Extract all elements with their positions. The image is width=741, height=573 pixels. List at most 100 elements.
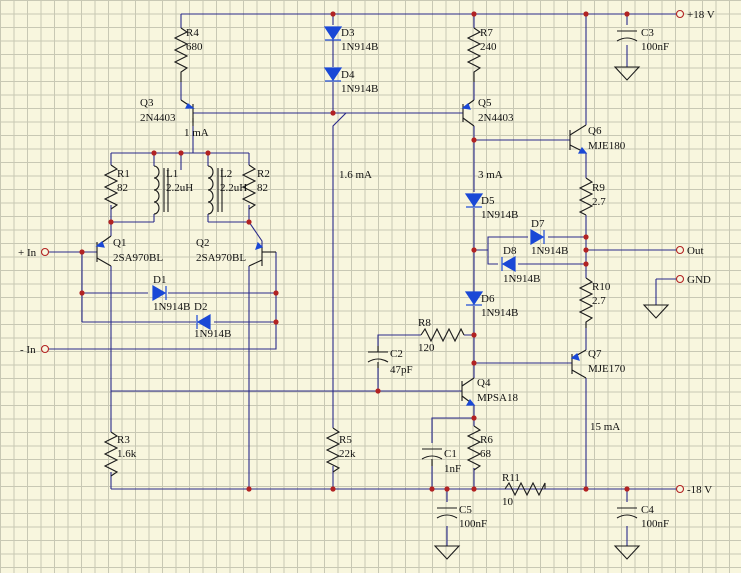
q3-ref: Q3 [140, 97, 154, 109]
ground-symbols [433, 66, 670, 560]
out-current: 15 mA [590, 421, 620, 433]
resistor-r9 [578, 177, 594, 216]
d2-ref: D2 [194, 301, 207, 313]
d4-value: 1N914B [341, 83, 378, 95]
c3-value: 100nF [641, 41, 669, 53]
terminal-in-plus[interactable] [40, 247, 50, 257]
l1-ref: L1 [166, 168, 178, 180]
d2-value: 1N914B [194, 328, 231, 340]
ground-icon [433, 545, 461, 560]
out-label: Out [687, 245, 704, 257]
diode-d4 [323, 67, 343, 82]
resistors [103, 27, 594, 497]
resistor-r7 [466, 27, 482, 82]
resistor-r10 [578, 277, 594, 328]
d6-ref: D6 [481, 293, 495, 305]
q3-current: 1 mA [184, 127, 209, 139]
r4-value: 680 [186, 41, 203, 53]
inductor-l2 [207, 165, 214, 215]
r9-value: 2.7 [592, 196, 606, 208]
r4-ref: R4 [186, 27, 199, 39]
q5-ref: Q5 [478, 97, 492, 109]
c1-value: 1nF [444, 463, 461, 475]
c1-ref: C1 [444, 448, 457, 460]
d1-ref: D1 [153, 274, 166, 286]
labels: +18 V -18 V Out GND + In - In R4 680 R7 … [18, 9, 715, 530]
r5-current: 1.6 mA [339, 169, 372, 181]
r3-ref: R3 [117, 434, 130, 446]
d4-ref: D4 [341, 69, 355, 81]
r7-value: 240 [480, 41, 497, 53]
r8-value: 120 [418, 342, 435, 354]
d8-value: 1N914B [503, 273, 540, 285]
diode-d5 [464, 193, 484, 208]
q3-value: 2N4403 [140, 112, 176, 124]
transistor-q6 [569, 124, 588, 154]
capacitor-c4 [616, 507, 638, 519]
r6-ref: R6 [480, 434, 493, 446]
r9-ref: R9 [592, 182, 605, 194]
l2-ref: L2 [220, 168, 232, 180]
r1-value: 82 [117, 182, 128, 194]
diode-d2 [196, 313, 211, 331]
resistor-r4 [173, 27, 189, 82]
d3-value: 1N914B [341, 41, 378, 53]
r5-ref: R5 [339, 434, 352, 446]
capacitor-c1 [421, 448, 443, 466]
d6-value: 1N914B [481, 307, 518, 319]
c2-value: 47pF [390, 364, 413, 376]
transistor-q4 [461, 377, 476, 406]
r10-value: 2.7 [592, 295, 606, 307]
resistor-r3 [103, 431, 119, 477]
q1-ref: Q1 [113, 237, 126, 249]
q1-value: 2SA970BL [113, 252, 163, 264]
transistor-q3 [180, 99, 195, 126]
terminal-pos-rail[interactable] [675, 9, 685, 19]
terminal-gnd[interactable] [675, 274, 685, 284]
diodes [152, 26, 545, 331]
d5-value: 1N914B [481, 209, 518, 221]
transistor-q2 [248, 241, 276, 267]
inductor-l1 [153, 165, 160, 215]
r8-ref: R8 [418, 317, 431, 329]
terminal-in-minus[interactable] [40, 344, 50, 354]
diode-d7 [530, 228, 545, 246]
q4-value: MPSA18 [477, 392, 518, 404]
capacitor-c3 [616, 30, 638, 42]
neg-rail-label: -18 V [687, 484, 712, 496]
resistor-r8 [420, 327, 465, 343]
resistor-r2 [241, 164, 257, 210]
c4-value: 100nF [641, 518, 669, 530]
q4-ref: Q4 [477, 377, 491, 389]
capacitors [367, 30, 638, 519]
c5-ref: C5 [459, 504, 472, 516]
resistor-r5 [325, 427, 341, 473]
r11-ref: R11 [502, 472, 520, 484]
c3-ref: C3 [641, 27, 654, 39]
q7-value: MJE170 [588, 363, 626, 375]
diode-d1 [152, 284, 167, 302]
d3-ref: D3 [341, 27, 355, 39]
ground-icon [613, 66, 641, 81]
r1-ref: R1 [117, 168, 130, 180]
capacitor-c5 [436, 507, 458, 519]
r7-ref: R7 [480, 27, 493, 39]
c2-ref: C2 [390, 348, 403, 360]
terminal-neg-rail[interactable] [675, 484, 685, 494]
q2-ref: Q2 [196, 237, 209, 249]
resistor-r11 [504, 481, 546, 497]
r3-value: 1.6k [117, 448, 137, 460]
terminal-out[interactable] [675, 245, 685, 255]
transistor-q5 [461, 99, 475, 127]
diode-d6 [464, 291, 484, 306]
inductors [153, 165, 223, 215]
c4-ref: C4 [641, 504, 654, 516]
d5-ref: D5 [481, 195, 495, 207]
resistor-r1 [103, 164, 119, 210]
l1-value: 2.2uH [166, 182, 193, 194]
l2-value: 2.2uH [220, 182, 247, 194]
resistor-r6 [466, 425, 482, 471]
r11-value: 10 [502, 496, 514, 508]
